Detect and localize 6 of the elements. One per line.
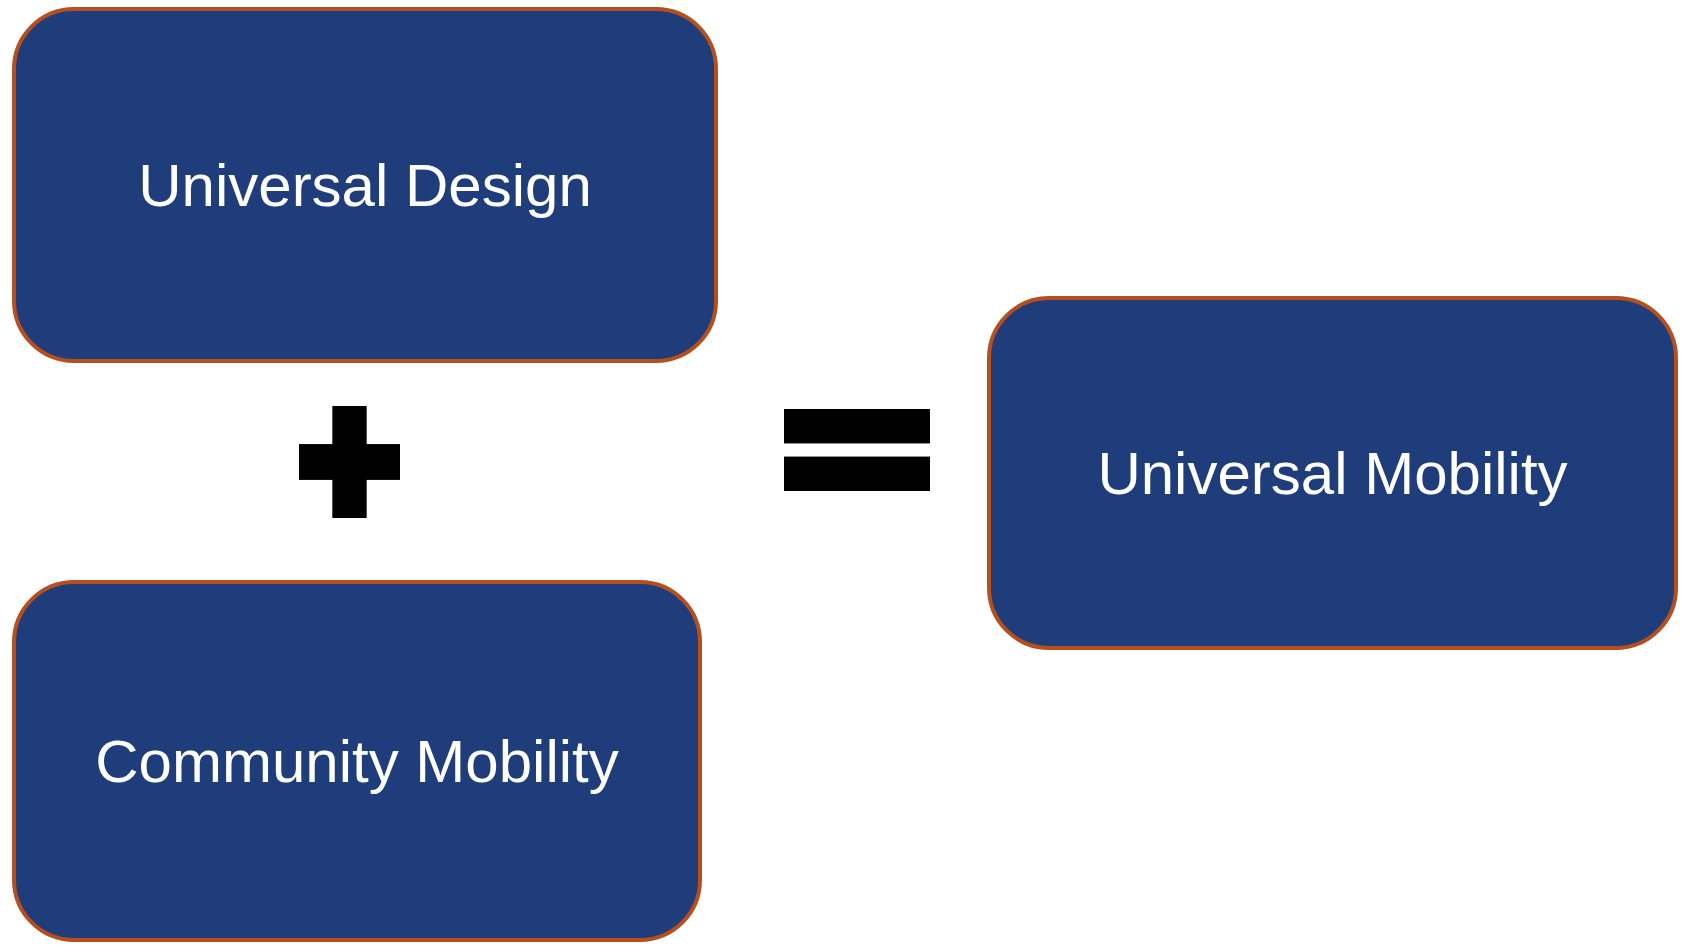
box-label: Community Mobility (95, 726, 619, 796)
box-label: Universal Design (138, 150, 592, 220)
concept-box (12, 7, 718, 363)
concept-box (12, 580, 702, 942)
concept-box (987, 296, 1678, 650)
box-label: Universal Mobility (1097, 438, 1568, 508)
